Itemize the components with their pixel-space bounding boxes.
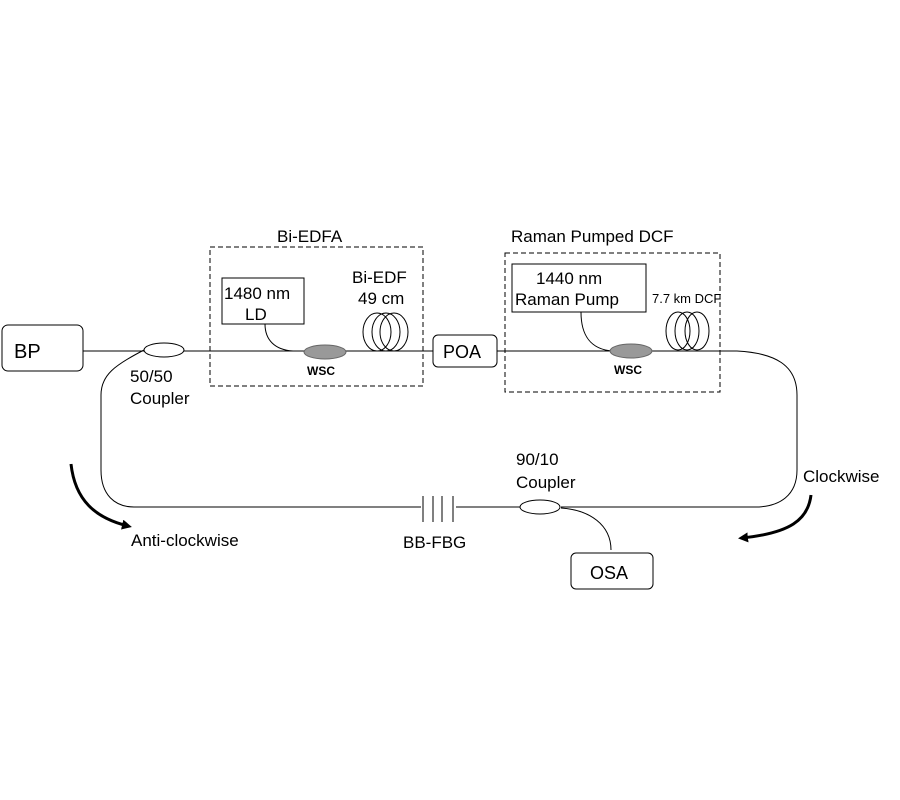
wsc-2 xyxy=(609,343,653,359)
fiber-ring-right xyxy=(561,350,798,508)
wsc-1-label: WSC xyxy=(307,364,335,378)
dcf-label: 7.7 km DCF xyxy=(652,291,721,306)
bi-edf-coil-icon xyxy=(362,312,409,352)
pump-1480-box xyxy=(221,277,305,325)
fiber-ring-left xyxy=(100,349,421,508)
poa-label: POA xyxy=(443,342,481,362)
poa: POA xyxy=(432,334,498,368)
coupler-5050: 50/50 Coupler xyxy=(130,342,190,408)
coupler-9010: 90/10 Coupler xyxy=(516,450,576,515)
clockwise-arrow-icon xyxy=(738,494,813,543)
pump-1480-fiber xyxy=(264,323,294,352)
bi-edfa-title: Bi-EDFA xyxy=(277,227,343,246)
pump-1480-wavelength: 1480 nm xyxy=(224,284,290,303)
raman-pump-fiber xyxy=(580,311,613,352)
raman-pump-wavelength: 1440 nm xyxy=(536,269,602,288)
raman-dcf-module: Raman Pumped DCF 1440 nm Raman Pump WSC … xyxy=(504,227,721,393)
bp-source: BP xyxy=(1,324,84,372)
coupler-9010-label: Coupler xyxy=(516,473,576,492)
bi-edfa-module: Bi-EDFA 1480 nm LD WSC Bi-EDF 49 cm xyxy=(209,227,424,387)
fbg-grating-icon xyxy=(422,496,454,522)
clockwise-label: Clockwise xyxy=(803,467,880,486)
pump-1480-type: LD xyxy=(245,305,267,324)
fbg-label: BB-FBG xyxy=(403,533,466,552)
dcf-coil-icon xyxy=(665,311,710,351)
raman-pump-box xyxy=(511,263,647,313)
osa: OSA xyxy=(570,552,654,590)
wsc-2-label: WSC xyxy=(614,363,642,377)
fiber-to-osa xyxy=(560,507,612,551)
coupler-9010-ratio: 90/10 xyxy=(516,450,559,469)
osa-label: OSA xyxy=(590,563,628,583)
bi-edf-length: 49 cm xyxy=(358,289,404,308)
bi-edf-label: Bi-EDF xyxy=(352,268,407,287)
anticlockwise-arrow-icon xyxy=(69,463,132,530)
bp-label: BP xyxy=(14,341,41,363)
coupler-5050-ratio: 50/50 xyxy=(130,367,173,386)
raman-pump-type: Raman Pump xyxy=(515,290,619,309)
raman-dcf-title: Raman Pumped DCF xyxy=(511,227,674,246)
wsc-1 xyxy=(303,344,347,360)
anticlockwise-label: Anti-clockwise xyxy=(131,531,239,550)
coupler-5050-label: Coupler xyxy=(130,389,190,408)
